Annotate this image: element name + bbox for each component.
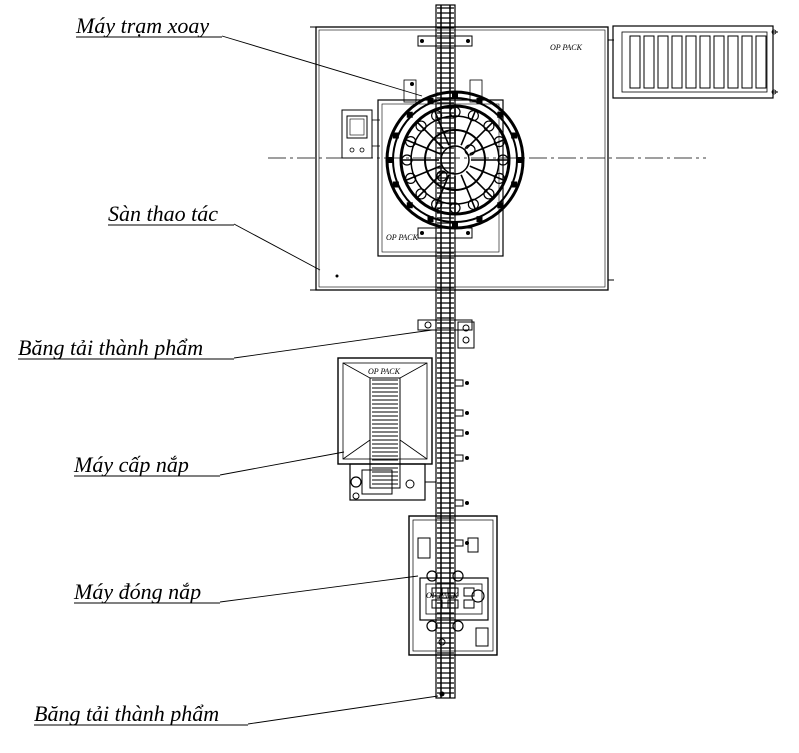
operating-floor: OP PACK OP PACK: [310, 26, 614, 291]
capper-brand-text: OP PACK: [426, 591, 459, 600]
label-operating-floor: Sàn thao tác: [108, 201, 218, 226]
label-product-conveyor-1: Băng tải thành phẩm: [18, 335, 203, 360]
floor-brand-text: OP PACK: [386, 233, 419, 242]
label-capping-machine: Máy đóng nắp: [73, 579, 201, 604]
leader-capper: [219, 575, 419, 603]
product-conveyor: [417, 4, 475, 699]
feeder-brand-text: OP PACK: [368, 367, 401, 376]
cap-feeder: OP PACK: [337, 357, 436, 501]
top-brand-text: OP PACK: [550, 43, 583, 52]
leader-feeder: [219, 451, 345, 476]
leader-floor: [233, 223, 321, 271]
capping-machine: OP PACK: [408, 515, 498, 656]
leader-rotary: [221, 35, 423, 97]
label-rotary-machine: Máy trạm xoay: [75, 13, 209, 38]
label-product-conveyor-2: Băng tải thành phẩm: [34, 701, 219, 726]
leader-conveyor-1: [233, 329, 433, 359]
leader-conveyor-2: [247, 695, 439, 725]
label-cap-feeder: Máy cấp nắp: [73, 452, 189, 477]
feed-conveyor: [612, 25, 778, 99]
